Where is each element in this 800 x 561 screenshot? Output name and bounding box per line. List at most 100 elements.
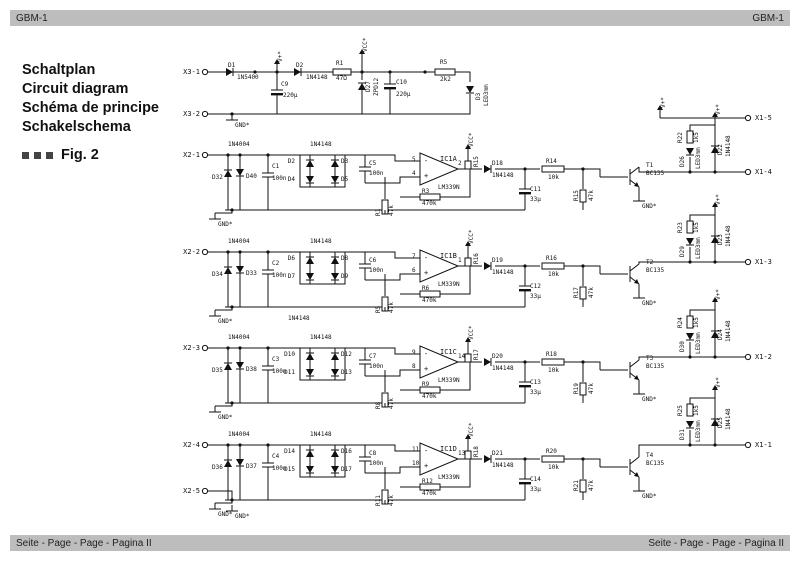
supply-arrow-icon xyxy=(712,297,718,302)
diode-icon xyxy=(236,169,244,176)
diode-icon xyxy=(224,363,232,370)
component-label: R24 xyxy=(677,317,684,328)
wire xyxy=(638,169,745,173)
component-label: D35 xyxy=(212,367,223,374)
component-label: D22 xyxy=(717,144,724,155)
diode-icon xyxy=(236,459,244,466)
component-label: D29 xyxy=(679,246,686,257)
supply-label: VCC* xyxy=(468,422,475,437)
diode-icon xyxy=(466,86,474,93)
component-label: - xyxy=(424,254,428,262)
diode-icon xyxy=(711,146,719,153)
terminal-icon xyxy=(744,258,752,266)
resistor-icon xyxy=(579,286,587,300)
wire xyxy=(299,155,346,188)
junction-dot xyxy=(581,360,585,364)
emitter-arrow-icon xyxy=(634,279,639,284)
diode-icon xyxy=(236,362,244,369)
component-label: D23 xyxy=(717,234,724,245)
wire xyxy=(365,273,420,281)
emitter-arrow-icon xyxy=(634,472,639,477)
terminal-label: X2-5 xyxy=(183,487,200,495)
component-label: C12 xyxy=(530,283,541,290)
component-label: 220µ xyxy=(283,92,298,99)
square-icon xyxy=(22,151,29,159)
component-label: D33 xyxy=(246,270,257,277)
resistor-icon xyxy=(464,450,472,460)
wire xyxy=(299,252,346,285)
component-label: C4 xyxy=(272,453,280,460)
resistor-icon xyxy=(464,160,472,170)
figure-number: Fig. 2 xyxy=(61,147,99,163)
resistor-icon xyxy=(579,382,587,396)
resistor-icon xyxy=(579,479,587,493)
wire xyxy=(370,444,420,452)
component-label: 47k xyxy=(588,287,595,298)
wire xyxy=(564,361,601,370)
ground-label: GND* xyxy=(235,122,250,129)
ground-label: GND* xyxy=(642,300,657,307)
component-label: C2 xyxy=(272,260,280,267)
component-label: D16 xyxy=(341,448,352,455)
component-label: LED3mm xyxy=(695,420,702,442)
component-label: R18 xyxy=(546,351,557,358)
component-label: D38 xyxy=(246,366,257,373)
component-label: D4 xyxy=(288,176,296,183)
diode-icon xyxy=(711,419,719,426)
wire xyxy=(629,456,640,465)
junction-dot xyxy=(253,70,257,74)
component-label: 1k5 xyxy=(693,317,700,328)
wire xyxy=(689,309,715,316)
component-label: 6 xyxy=(412,267,416,274)
capacitor-plate-icon xyxy=(519,482,531,485)
junction-dot xyxy=(581,264,585,268)
component-label: R17 xyxy=(573,287,580,298)
junction-dot xyxy=(238,250,242,254)
component-label: - xyxy=(424,447,428,455)
title-fr: Schéma de principe xyxy=(22,100,159,116)
component-label: 33µ xyxy=(530,389,541,396)
capacitor-plate-icon xyxy=(384,87,396,90)
diode-type-label: 1N4004 xyxy=(228,334,250,341)
component-label: 1k5 xyxy=(693,132,700,143)
supply-label: V+* xyxy=(715,104,722,115)
component-label: 9 xyxy=(412,349,416,356)
component-label: 47Ω xyxy=(336,75,347,82)
component-label: 47k xyxy=(388,495,395,506)
component-label: 1N4148 xyxy=(725,408,732,430)
component-label: R6 xyxy=(422,285,430,292)
square-icon xyxy=(34,151,41,159)
supply-label: V+* xyxy=(277,51,284,62)
power-supply-section: X3-1X3-2D11N5400V+*D21N4148C9220µR147ΩVC… xyxy=(183,37,490,129)
header-bar: GBM-1 GBM-1 xyxy=(10,10,790,26)
terminal-icon xyxy=(201,487,209,495)
component-label: D34 xyxy=(212,271,223,278)
component-label: D1 xyxy=(228,62,236,69)
supply-arrow-icon xyxy=(712,202,718,207)
component-label: D18 xyxy=(492,160,503,167)
diode-icon xyxy=(484,165,491,173)
title-block: Schaltplan Circuit diagram Schéma de pri… xyxy=(22,61,159,137)
supply-arrow-icon xyxy=(465,434,471,439)
component-label: D13 xyxy=(341,369,352,376)
component-label: 10k xyxy=(548,464,559,471)
wire xyxy=(638,356,745,360)
ground-label: GND* xyxy=(218,221,233,228)
resistor-icon xyxy=(541,358,565,366)
wire xyxy=(299,445,346,478)
diode-type-label: 1N4004 xyxy=(228,141,250,148)
component-label: D21 xyxy=(492,450,503,457)
component-label: D26 xyxy=(679,156,686,167)
component-label: + xyxy=(424,172,428,180)
component-label: 100n xyxy=(369,363,384,370)
component-label: R14 xyxy=(546,158,557,165)
ground-label: GND* xyxy=(218,318,233,325)
component-label: R22 xyxy=(677,132,684,143)
component-label: - xyxy=(424,157,428,165)
component-label: D40 xyxy=(246,173,257,180)
component-label: R1 xyxy=(336,60,344,67)
resistor-icon xyxy=(464,257,472,267)
component-label: LED3mm xyxy=(695,237,702,259)
resistor-icon xyxy=(434,68,456,76)
